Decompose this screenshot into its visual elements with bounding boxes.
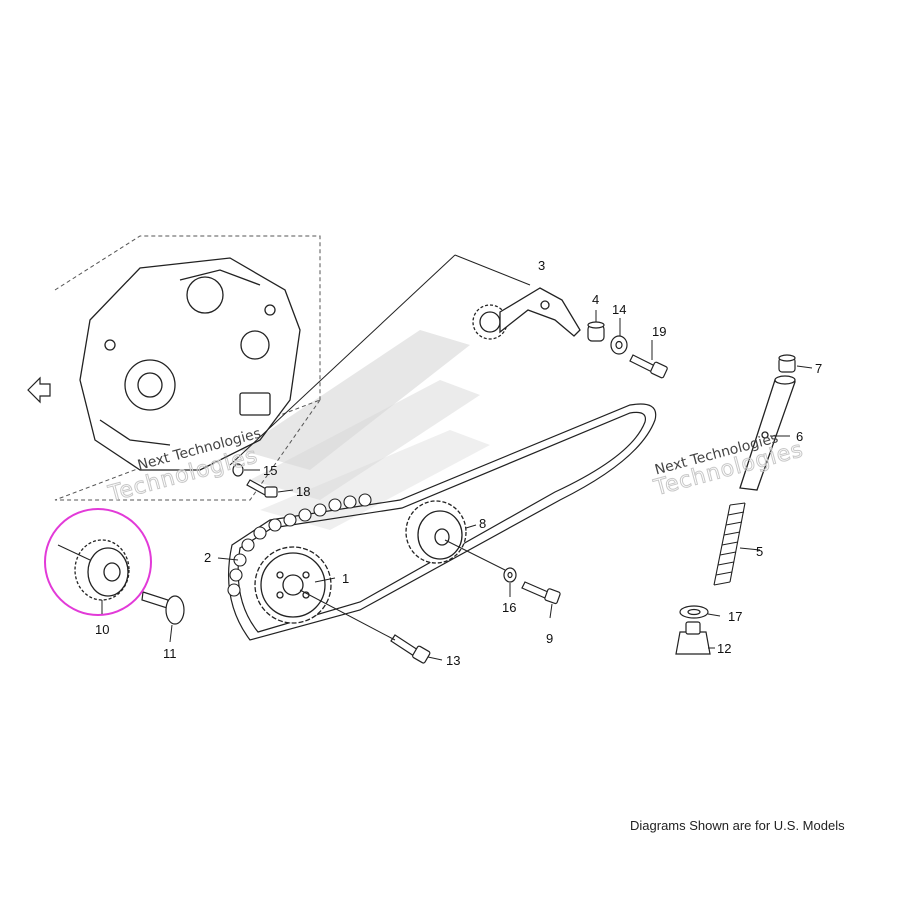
callout-8: 8 xyxy=(479,516,486,531)
idler-gear-part-10 xyxy=(74,539,130,601)
callout-11: 11 xyxy=(163,646,177,661)
bolt-part-19 xyxy=(629,354,668,379)
engine-crankcase xyxy=(79,257,301,471)
callout-14: 14 xyxy=(612,302,626,317)
callout-2: 2 xyxy=(204,550,211,565)
leader-3-long xyxy=(229,254,456,466)
callout-9: 9 xyxy=(546,631,553,646)
front-arrow-icon xyxy=(27,376,51,404)
callout-16: 16 xyxy=(502,600,516,615)
callout-19: 19 xyxy=(652,324,666,339)
plug-bolt-part-12 xyxy=(675,621,711,655)
cam-chain xyxy=(227,403,657,641)
leader-lines xyxy=(57,310,813,661)
callout-3: 3 xyxy=(538,258,545,273)
callout-5: 5 xyxy=(756,544,763,559)
highlight-circle xyxy=(44,508,152,616)
callout-17: 17 xyxy=(728,609,742,624)
sealing-washer-part-17 xyxy=(679,605,709,619)
collar-part-4 xyxy=(587,321,605,342)
callout-18: 18 xyxy=(296,484,310,499)
leader-3-short xyxy=(454,254,531,286)
callout-10: 10 xyxy=(95,622,109,637)
bolt-part-18 xyxy=(246,479,278,498)
bolt-part-9 xyxy=(521,581,561,605)
washer-part-16 xyxy=(503,567,517,583)
callout-6: 6 xyxy=(796,429,803,444)
chain-links xyxy=(227,493,372,597)
callout-13: 13 xyxy=(446,653,460,668)
callout-labels: 1 2 3 4 14 19 7 6 5 8 16 9 17 12 13 15 1… xyxy=(95,258,822,668)
cam-sprocket xyxy=(254,546,332,624)
callout-7: 7 xyxy=(815,361,822,376)
callout-12: 12 xyxy=(717,641,731,656)
shaft-part-11 xyxy=(141,591,185,625)
washer-part-15 xyxy=(232,463,244,477)
callout-4: 4 xyxy=(592,292,599,307)
callout-15: 15 xyxy=(263,463,277,478)
tensioner-body-part-6 xyxy=(739,375,796,491)
tensioner-arm xyxy=(472,287,581,340)
bolt-part-13 xyxy=(390,634,431,664)
spring-part-5 xyxy=(713,502,746,586)
footer-note: Diagrams Shown are for U.S. Models xyxy=(630,818,845,833)
washer-part-14 xyxy=(610,335,628,355)
guide-roller-part-8 xyxy=(405,500,467,564)
cap-part-7 xyxy=(778,354,796,373)
callout-1: 1 xyxy=(342,571,349,586)
